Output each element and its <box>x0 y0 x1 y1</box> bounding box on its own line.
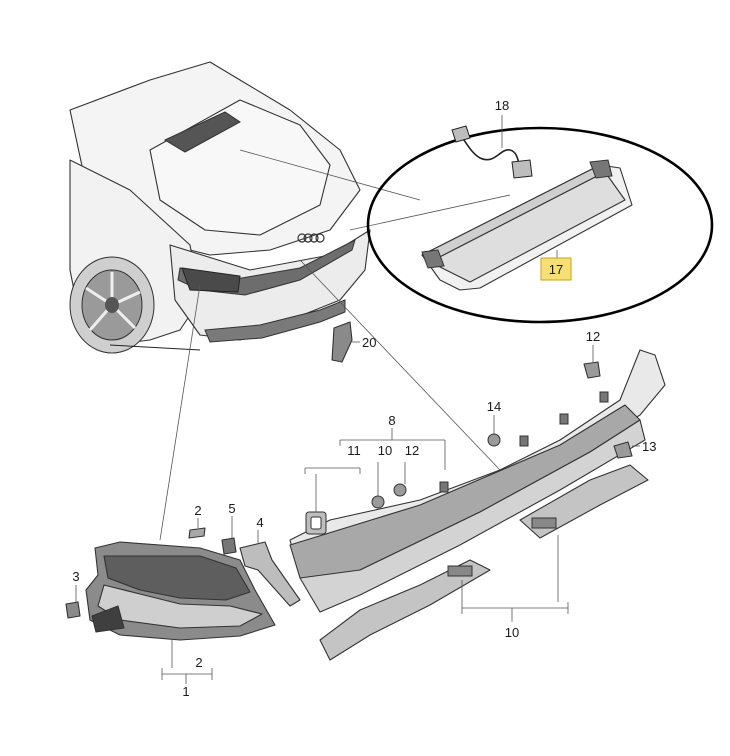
callout-group-1 <box>161 640 213 684</box>
part-2-gasket[interactable] <box>188 527 206 539</box>
part-11-grommet[interactable] <box>371 495 385 509</box>
part-10-left-bracket[interactable] <box>319 559 491 661</box>
brand-rings-icon <box>297 233 325 243</box>
part-20-bracket[interactable] <box>331 321 353 363</box>
highlight-ellipse <box>366 126 714 324</box>
callout-12-top: 12 <box>586 329 600 344</box>
callout-10-bottom: 10 <box>505 625 519 640</box>
part-17-brake-light[interactable] <box>421 159 633 291</box>
part-10-right-bracket[interactable] <box>519 464 649 539</box>
highlight-badge <box>540 257 572 281</box>
callout-2-top: 2 <box>194 503 201 518</box>
part-12-clip[interactable] <box>583 361 601 379</box>
part-11-seal[interactable] <box>305 511 327 535</box>
callout-14: 14 <box>487 399 501 414</box>
part-4-bracket[interactable] <box>239 541 301 607</box>
callout-group-10 <box>461 535 569 622</box>
part-1-tail-light[interactable] <box>85 541 276 641</box>
callout-2-bottom: 2 <box>195 655 202 670</box>
callout-10-top: 10 <box>378 443 392 458</box>
part-12-grommet[interactable] <box>393 483 407 497</box>
projection-lines <box>159 149 511 541</box>
part-8-bumper-carrier[interactable] <box>289 349 666 613</box>
callout-8: 8 <box>388 413 395 428</box>
callout-4: 4 <box>256 515 263 530</box>
part-3-nut[interactable] <box>65 601 81 619</box>
part-5-screw[interactable] <box>221 537 237 555</box>
callout-3: 3 <box>72 569 79 584</box>
car-rear-illustration <box>69 61 371 354</box>
part-13-clip[interactable] <box>613 441 633 459</box>
callout-13: 13 <box>642 439 656 454</box>
roof-dark-panel <box>163 111 241 153</box>
part-18-wiring-harness[interactable] <box>451 125 533 179</box>
callout-group-8 <box>304 428 446 512</box>
callout-5: 5 <box>228 501 235 516</box>
callout-12-mid: 12 <box>405 443 419 458</box>
callout-20: 20 <box>362 335 376 350</box>
callout-1: 1 <box>182 684 189 699</box>
callout-11: 11 <box>347 443 361 458</box>
callout-17: 17 <box>549 262 563 277</box>
part-14-nut[interactable] <box>487 433 501 447</box>
callout-18: 18 <box>495 98 509 113</box>
